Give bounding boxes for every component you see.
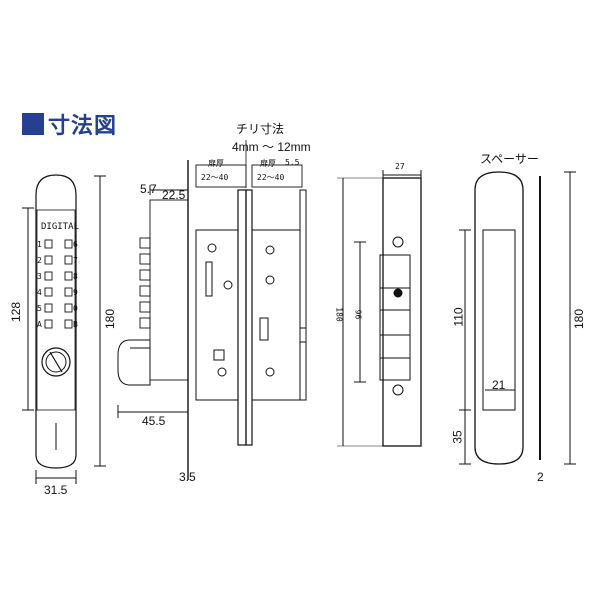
side-depth: 45.5: [142, 414, 166, 428]
front-height-keypad: 128: [9, 301, 24, 323]
title-square-icon: [22, 113, 44, 135]
key-6: 6: [73, 240, 78, 249]
strike-height-inner: 96: [353, 309, 363, 320]
spacer-height-total: 180: [572, 308, 587, 330]
chiri-range: 4mm ～ 12mm: [232, 140, 311, 154]
brand-label: DIGITAL: [41, 222, 79, 232]
spacer-height-lower: 35: [450, 430, 465, 444]
side-top-a: 5.7: [140, 182, 157, 196]
front-width: 31.5: [44, 483, 68, 497]
key-3: 3: [37, 272, 42, 281]
door-right-extra: 5.5: [285, 158, 300, 167]
key-0: 0: [73, 304, 78, 313]
strike-view: [337, 170, 422, 447]
door-right-range: 22～40: [257, 173, 285, 182]
chiri-label: チリ寸法: [236, 122, 285, 136]
key-1: 1: [37, 240, 42, 249]
door-left-name: 扉厚: [208, 159, 224, 168]
front-height-total: 180: [103, 308, 118, 330]
spacer-height-upper: 110: [451, 307, 466, 327]
strike-height-total: 180: [334, 307, 344, 322]
spacer-thickness: 2: [537, 470, 544, 484]
key-7: 7: [73, 256, 78, 265]
key-8: 8: [73, 272, 78, 281]
front-view: [22, 174, 106, 484]
side-plate: 3.5: [179, 470, 196, 484]
key-5: 5: [37, 304, 42, 313]
key-4: 4: [37, 288, 42, 297]
door-left-range: 22～40: [201, 173, 229, 182]
spacer-label: スペーサー: [480, 152, 539, 166]
key-2: 2: [37, 256, 42, 265]
door-right-name: 扉厚: [260, 159, 276, 168]
title-block: 寸法図: [22, 108, 117, 140]
side-top-b: 22.5: [162, 188, 186, 202]
key-9: 9: [73, 288, 78, 297]
page-title: 寸法図: [48, 114, 118, 139]
key-a: A: [37, 320, 42, 329]
keypad-grid: [44, 239, 73, 329]
spacer-view: [459, 171, 576, 465]
side-view: [117, 160, 189, 480]
key-b: B: [73, 320, 78, 329]
door-section: [195, 148, 307, 446]
spacer-window-width: 21: [492, 378, 506, 392]
strike-width: 27: [395, 162, 405, 171]
